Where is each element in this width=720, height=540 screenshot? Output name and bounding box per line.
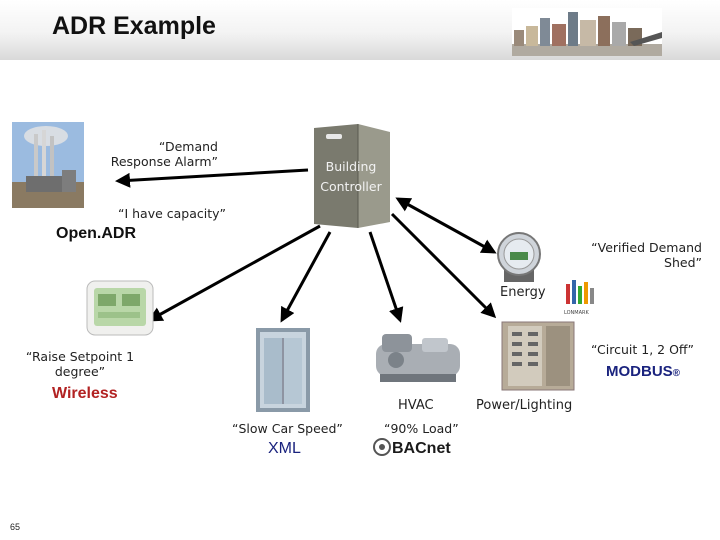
raise-setpoint-label: “Raise Setpoint 1 degree” (25, 349, 135, 379)
i-have-capacity-label: “I have capacity” (118, 206, 227, 221)
power-plant-image (12, 122, 84, 208)
electrical-panel-image (501, 321, 575, 391)
bacnet-logo: BACnet (373, 438, 451, 457)
city-skyline-image (512, 8, 662, 56)
hvac-label: HVAC (398, 398, 434, 413)
arrow-to-thermostat (147, 224, 321, 322)
arrow-to-hvac (368, 231, 404, 323)
wireless-label: Wireless (52, 385, 118, 402)
verified-demand-shed-label: “Verified Demand Shed” (591, 240, 702, 270)
arrow-to-grid (115, 168, 309, 188)
hvac-chiller-image (376, 334, 460, 382)
circuit-off-label: “Circuit 1, 2 Off” (591, 342, 694, 357)
energy-label: Energy (500, 285, 546, 300)
svg-text:LONMARK: LONMARK (564, 310, 589, 316)
page-number: 65 (10, 522, 21, 532)
openadr-label: Open.ADR (56, 225, 136, 242)
electric-meter-image (497, 232, 541, 282)
ninety-load-label: “90% Load” (384, 421, 459, 436)
arrow-to-panel (390, 212, 497, 319)
slow-car-speed-label: “Slow Car Speed” (232, 421, 343, 436)
arrow-to-elevator (280, 231, 332, 323)
building-controller-image (314, 124, 390, 228)
building-controller-label: Building Controller (320, 159, 382, 194)
elevator-image (256, 328, 310, 412)
arrow-to-meter (395, 197, 497, 254)
demand-response-alarm-label: “Demand Response Alarm” (110, 139, 218, 169)
thermostat-image (86, 280, 154, 336)
lonmark-logo: LONMARK (564, 280, 594, 316)
page-title: ADR Example (52, 12, 216, 40)
xml-label: XML (268, 440, 301, 457)
bacnet-logo-text: BACnet (392, 440, 451, 457)
power-lighting-label: Power/Lighting (476, 398, 573, 413)
modbus-label: MODBUS® (606, 363, 681, 380)
